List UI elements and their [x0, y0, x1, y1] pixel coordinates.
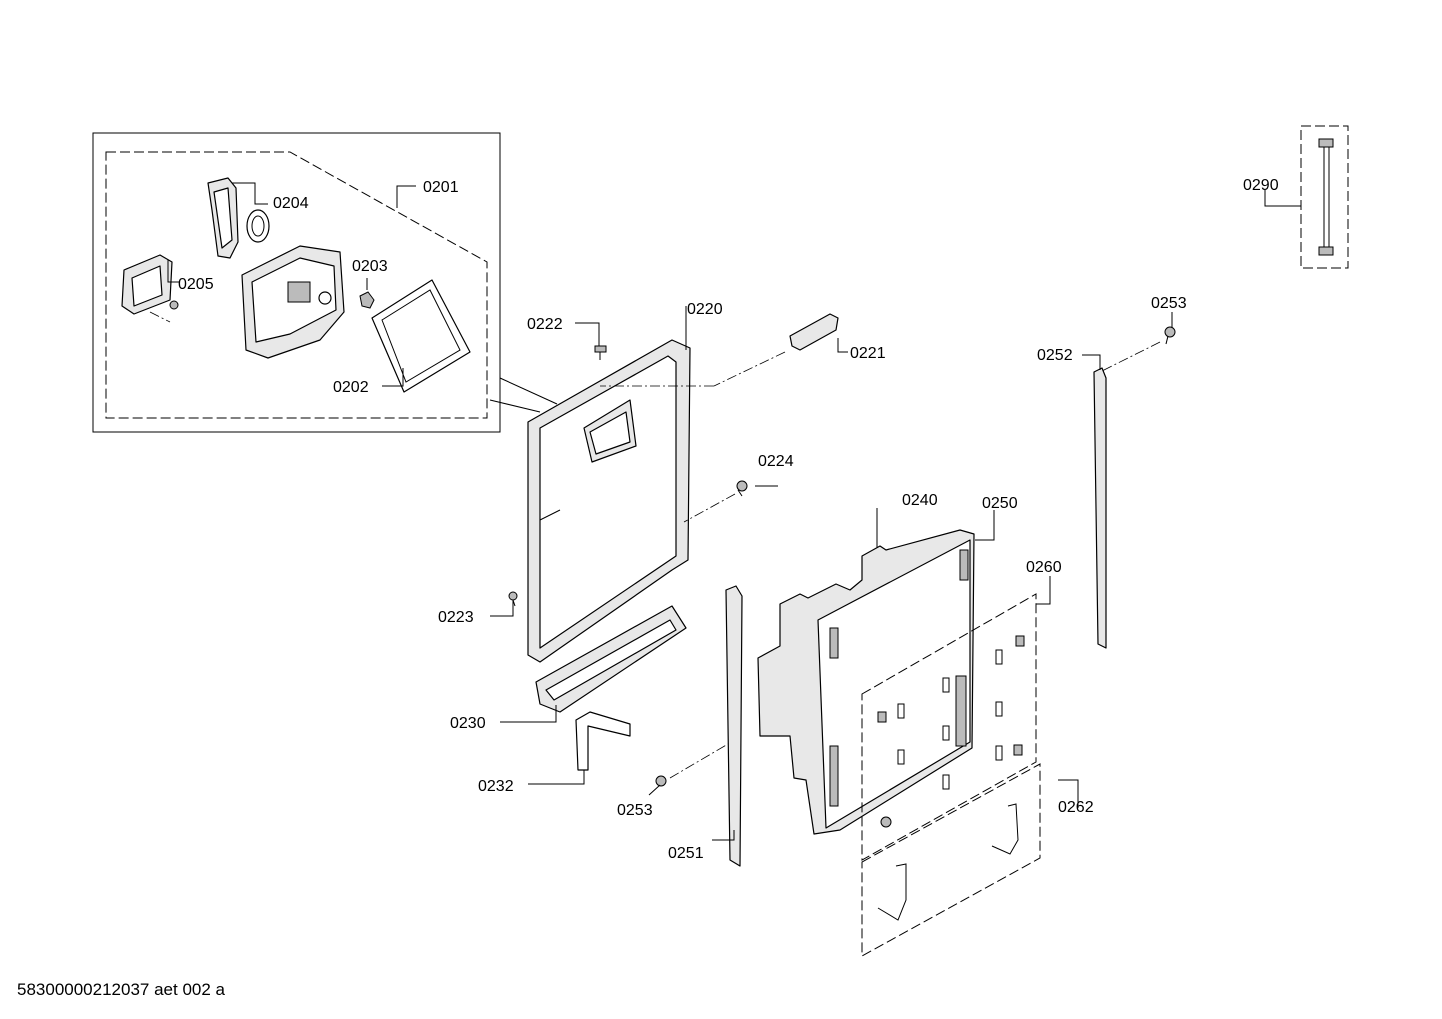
assembly-lines: [600, 341, 1161, 779]
label-0253-lower: 0253: [617, 802, 653, 819]
label-0251: 0251: [668, 845, 704, 862]
label-0224: 0224: [758, 453, 794, 470]
screw-0222: [594, 345, 607, 360]
label-0201: 0201: [423, 179, 459, 196]
label-0203: 0203: [352, 258, 388, 275]
part-0251-strip: [725, 585, 743, 867]
part-0290-cable: [1300, 125, 1349, 269]
part-0240-0250-outer-panel: [757, 529, 975, 835]
label-0230: 0230: [450, 715, 486, 732]
document-code: 58300000212037 aet 002 a: [17, 980, 225, 999]
label-0205: 0205: [178, 276, 214, 293]
part-0220-door-panel: [527, 339, 691, 663]
label-0223: 0223: [438, 609, 474, 626]
part-0232-bracket: [575, 711, 631, 771]
part-0252-strip: [1093, 367, 1107, 649]
label-0253-upper: 0253: [1151, 295, 1187, 312]
label-0252: 0252: [1037, 347, 1073, 364]
part-0230-rail: [535, 605, 687, 713]
part-0221-hinge: [789, 313, 839, 351]
label-0240: 0240: [902, 492, 938, 509]
screws: [508, 326, 1176, 787]
label-0204: 0204: [273, 195, 309, 212]
part-labels: 0201 0202 0203 0204 0205 0220 0221 0222 …: [178, 177, 1279, 862]
group-0262: [861, 763, 1041, 957]
label-0290: 0290: [1243, 177, 1279, 194]
group-0260: [861, 593, 1037, 861]
label-0222: 0222: [527, 316, 563, 333]
screw-0253-upper: [1164, 326, 1176, 345]
label-0260: 0260: [1026, 559, 1062, 576]
part-0204-housing: [207, 177, 270, 259]
part-0202-seal: [371, 279, 471, 393]
leader-lines: [167, 182, 1301, 841]
part-0205-unit: [121, 254, 179, 323]
label-0250: 0250: [982, 495, 1018, 512]
detail-inset: [92, 132, 558, 433]
label-0262: 0262: [1058, 799, 1094, 816]
dispenser-block: [241, 245, 345, 359]
label-0221: 0221: [850, 345, 886, 362]
part-0203-clip: [359, 291, 375, 309]
label-0202: 0202: [333, 379, 369, 396]
screw-0253-lower: [655, 775, 667, 787]
label-0232: 0232: [478, 778, 514, 795]
screw-0224: [736, 480, 748, 497]
label-0220: 0220: [687, 301, 723, 318]
